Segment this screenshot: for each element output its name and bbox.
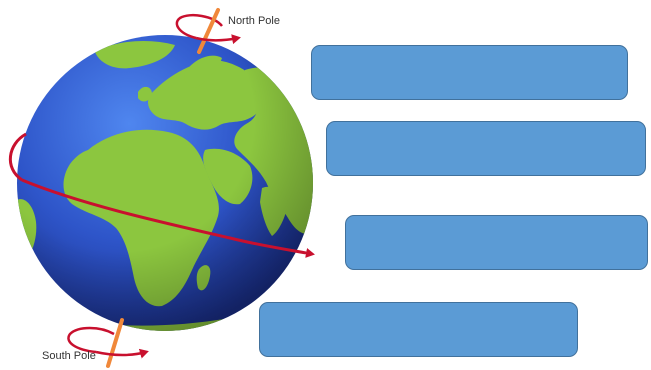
globe: [16, 35, 318, 340]
south-rotation-curl-back: [68, 328, 114, 352]
north-pole-label: North Pole: [228, 15, 280, 27]
north-rotation-arrow: [196, 38, 238, 40]
south-rotation-arrow: [96, 352, 146, 355]
answer-box-1[interactable]: [311, 45, 628, 100]
answer-box-2[interactable]: [326, 121, 646, 176]
south-axis-line: [108, 320, 122, 366]
answer-box-3[interactable]: [345, 215, 648, 270]
globe-shading: [17, 35, 313, 331]
answer-box-4[interactable]: [259, 302, 578, 357]
south-pole-label: South Pole: [42, 350, 96, 362]
